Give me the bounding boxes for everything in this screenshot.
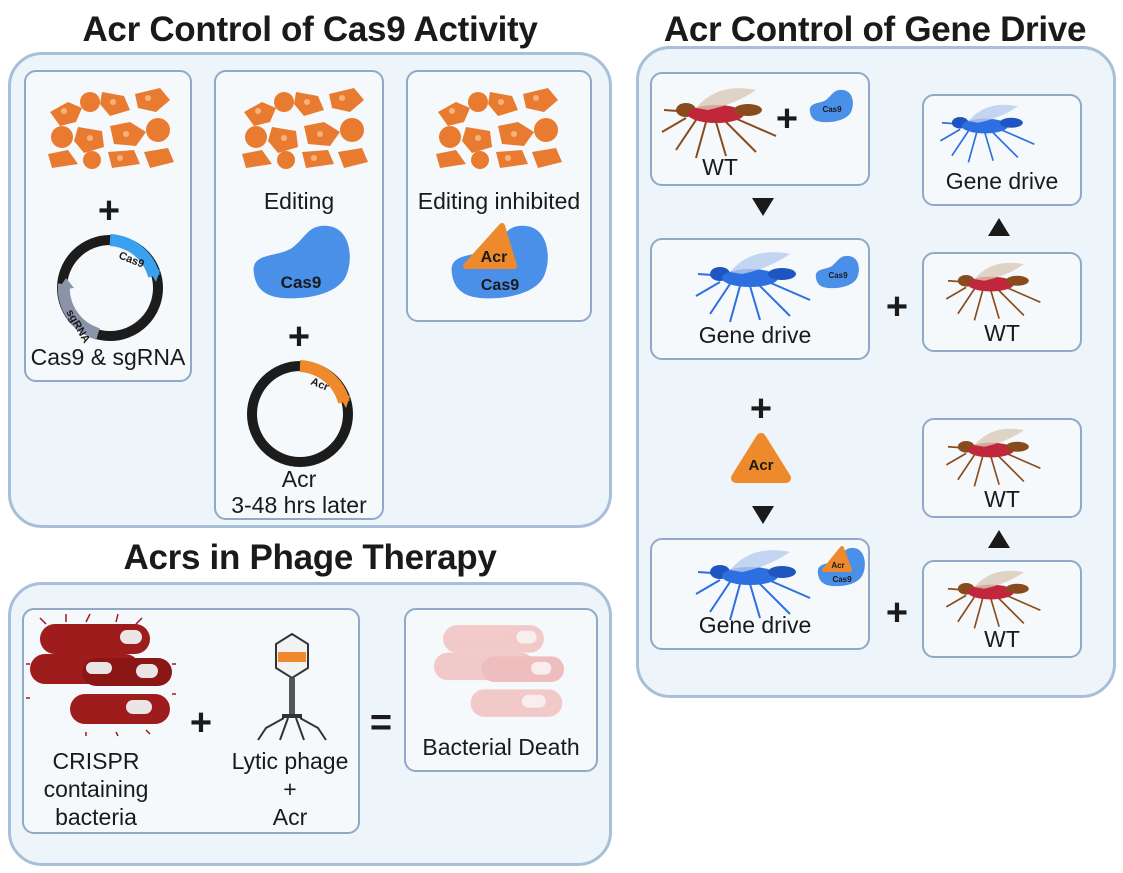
plasmid-cas9-sgrna-icon: Cas9 sgRNA [57,234,163,345]
label-phage-acr: Acr [272,804,308,830]
plus-sign: + [885,592,909,634]
mosquito-gene-drive-icon [695,252,811,323]
equals-sign: = [369,702,393,744]
mosquito-gene-drive-icon [939,104,1035,163]
label-crispr-bacteria-line1: CRISPR [52,748,140,774]
label-editing-inhibited: Editing inhibited [417,188,581,214]
cas9-protein-label: Cas9 [832,575,852,584]
plus-sign: + [287,316,311,358]
cas9-protein-label: Cas9 [281,273,322,292]
bacteria-cluster-icon [26,613,176,737]
label-wt: WT [702,154,738,180]
cas9-protein-icon: Cas9 [815,255,859,289]
cas9-protein-icon: Cas9 [809,89,853,123]
label-crispr-bacteria-line2: containing [43,776,149,802]
acr-protein-label: Acr [481,249,508,266]
title-phage-therapy: Acrs in Phage Therapy [123,538,497,577]
label-bacterial-death: Bacterial Death [422,734,580,760]
cell-cluster-icon [48,88,174,169]
label-wt: WT [984,626,1020,652]
plus-sign: + [885,286,909,328]
arrow-up-icon [988,530,1010,548]
plus-sign: + [97,190,121,232]
acr-protein-label: Acr [748,457,773,474]
cas9-acr-complex-icon: Acr Cas9 [451,223,548,299]
plus-sign: + [749,388,773,430]
label-gene-drive: Gene drive [698,322,812,348]
mosquito-gene-drive-icon [695,550,811,621]
plus-sign: + [775,98,799,140]
label-wt: WT [984,320,1020,346]
arrow-down-icon [752,198,774,216]
dead-bacteria-cluster-icon [433,625,565,717]
acr-protein-icon: Acr [731,433,791,483]
cas9-acr-complex-icon: Acr Cas9 [817,546,865,587]
label-acr: Acr [281,466,317,492]
cas9-protein-label: Cas9 [828,271,848,280]
label-crispr-bacteria-line3: bacteria [55,804,137,830]
label-gene-drive: Gene drive [945,168,1059,194]
mosquito-wt-icon [945,428,1041,487]
cas9-protein-label: Cas9 [822,105,842,114]
arrow-down-icon [752,506,774,524]
label-wt: WT [984,486,1020,512]
cell-cluster-icon [436,88,562,169]
mosquito-wt-icon [945,570,1041,629]
cas9-protein-label: Cas9 [481,277,519,294]
label-lytic-phage: Lytic phage [231,748,349,774]
title-cas9-activity: Acr Control of Cas9 Activity [82,10,538,49]
arrow-up-icon [988,218,1010,236]
label-cas9-sgrna: Cas9 & sgRNA [30,344,186,370]
label-phage-plus: + [283,776,297,802]
acr-protein-label: Acr [831,561,844,570]
lytic-phage-icon [257,632,327,741]
label-acr-timing: 3-48 hrs later [231,492,367,518]
title-gene-drive: Acr Control of Gene Drive [663,10,1087,49]
plasmid-acr-icon: Acr [247,360,353,467]
label-gene-drive: Gene drive [698,612,812,638]
label-editing: Editing [263,188,335,214]
mosquito-wt-icon [661,88,777,159]
cas9-protein-icon: Cas9 [253,225,350,299]
mosquito-wt-icon [945,262,1041,321]
cell-cluster-icon [242,88,368,169]
plus-sign: + [189,702,213,744]
